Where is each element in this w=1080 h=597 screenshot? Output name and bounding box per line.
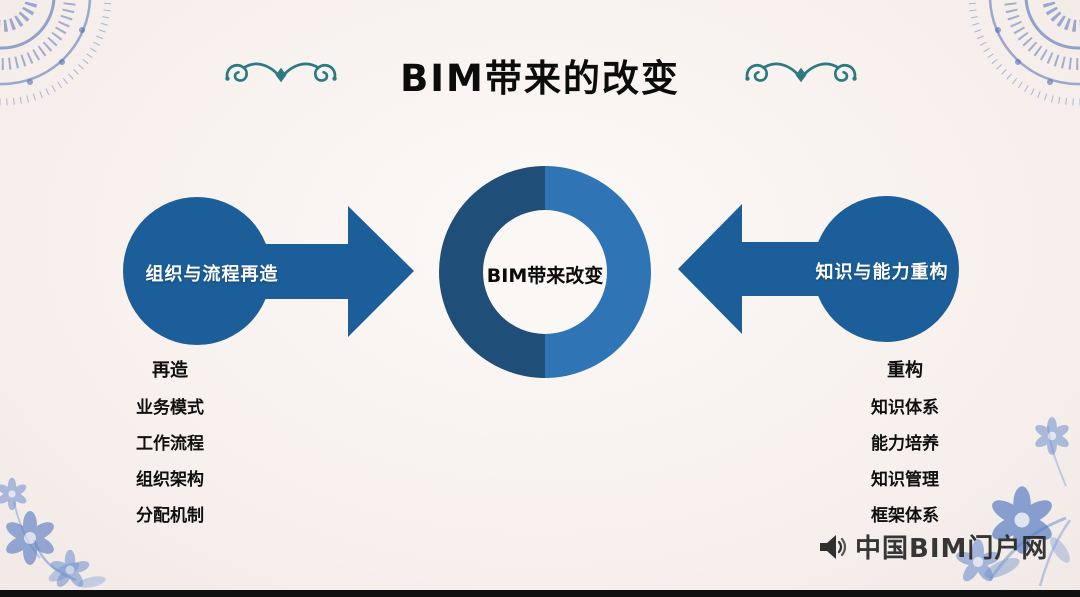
title-ornament-right-icon xyxy=(745,62,857,83)
center-donut-label: BIM带来改变 xyxy=(486,265,604,287)
list-item: 组织架构 xyxy=(136,470,204,490)
left-list: 再造 业务模式 工作流程 组织架构 分配机制 xyxy=(95,356,245,537)
right-list: 重构 知识体系 能力培养 知识管理 框架体系 xyxy=(830,356,980,537)
list-item: 业务模式 xyxy=(136,398,204,418)
list-item: 分配机制 xyxy=(136,506,204,526)
right-arrow-shape xyxy=(678,196,959,342)
center-donut-shape xyxy=(439,166,651,378)
watermark: 中国BIM门户网 xyxy=(818,528,1048,565)
list-item: 工作流程 xyxy=(136,434,204,454)
title-ornament-left-icon xyxy=(225,62,337,83)
page-title: BIM带来的改变 xyxy=(400,57,680,100)
list-item: 知识管理 xyxy=(871,470,939,490)
list-item: 知识体系 xyxy=(871,398,939,418)
list-item: 框架体系 xyxy=(871,506,939,526)
left-arrow-shape xyxy=(123,197,414,345)
right-arrow-label: 知识与能力重构 xyxy=(815,262,949,283)
speaker-icon xyxy=(820,534,846,559)
right-list-heading: 重构 xyxy=(887,360,923,381)
list-item: 能力培养 xyxy=(871,434,939,454)
watermark-text: 中国BIM门户网 xyxy=(855,534,1049,564)
left-list-heading: 再造 xyxy=(152,360,188,381)
left-arrow-label: 组织与流程再造 xyxy=(145,264,279,285)
bottom-bar xyxy=(0,590,1080,597)
